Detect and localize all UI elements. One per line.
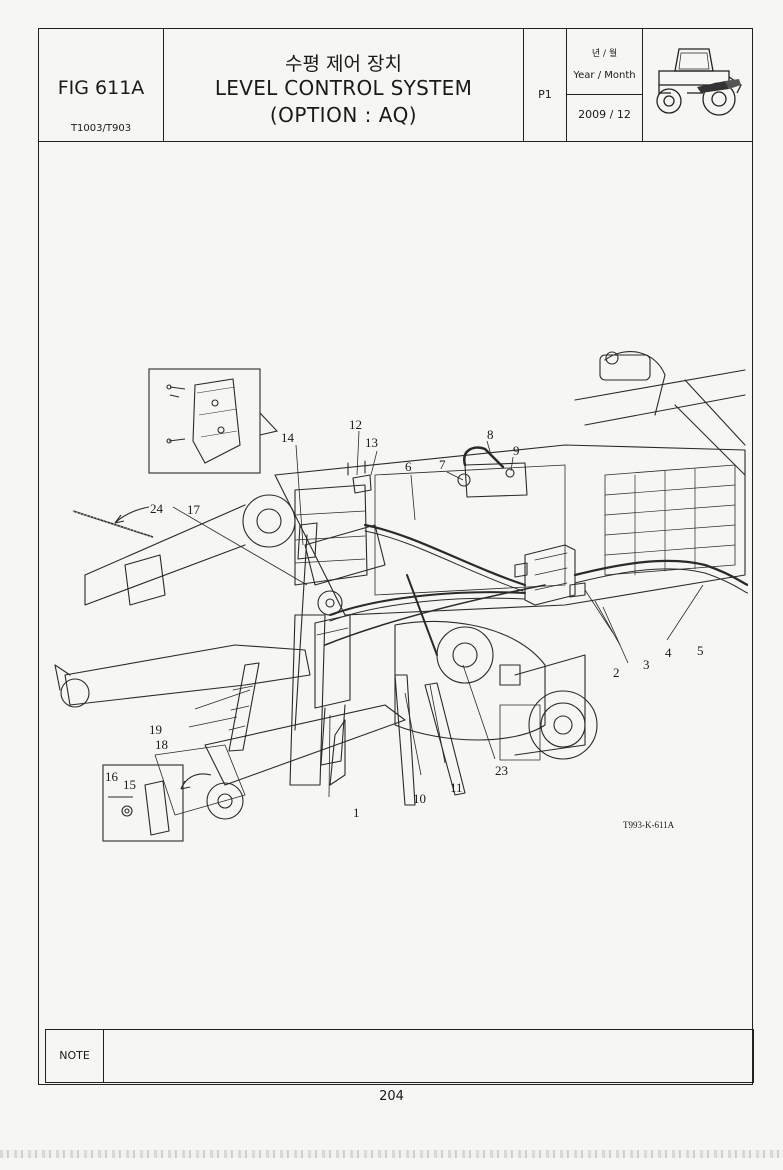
title-english: LEVEL CONTROL SYSTEM <box>214 76 473 100</box>
callout-19: 19 <box>149 722 162 737</box>
callout-23: 23 <box>495 763 508 778</box>
callout-2: 2 <box>613 665 620 680</box>
date-value: 2009 / 12 <box>578 108 631 121</box>
note-row: NOTE <box>45 1029 754 1083</box>
page-cell: P1 <box>524 29 567 141</box>
callout-15: 15 <box>123 777 136 792</box>
drawing-code: T993-K-611A <box>623 820 675 830</box>
date-label-korean: 년 / 월 <box>591 49 618 59</box>
note-label: NOTE <box>46 1030 104 1082</box>
title-korean: 수평 제어 장치 <box>285 53 402 75</box>
thumbnail-cell <box>643 29 752 141</box>
callout-12: 12 <box>349 417 362 432</box>
scan-artifact <box>0 1150 783 1158</box>
callout-6: 6 <box>405 459 412 474</box>
date-cell: 년 / 월 Year / Month 2009 / 12 <box>567 29 643 141</box>
callout-7: 7 <box>439 457 446 472</box>
page-label: P1 <box>538 88 552 101</box>
model-number: T1003/T903 <box>70 123 132 134</box>
callout-17: 17 <box>187 502 201 517</box>
sheet-frame: FIG 611A T1003/T903 수평 제어 장치 LEVEL CONTR… <box>38 28 754 1085</box>
callout-16: 16 <box>105 769 119 784</box>
callout-24: 24 <box>150 501 164 516</box>
callout-5: 5 <box>697 643 704 658</box>
page-number: 204 <box>379 1089 404 1104</box>
callout-3: 3 <box>643 657 650 672</box>
callout-14: 14 <box>281 430 295 445</box>
callout-8: 8 <box>487 427 494 442</box>
callout-11: 11 <box>450 780 463 795</box>
callout-9: 9 <box>513 443 520 458</box>
callout-4: 4 <box>665 645 672 660</box>
figure-number: FIG 611A <box>57 77 145 99</box>
parts-diagram: 17 14 12 13 7 8 9 6 24 2 3 4 5 19 18 16 … <box>45 145 750 1029</box>
figure-cell: FIG 611A T1003/T903 <box>39 29 164 141</box>
title-cell: 수평 제어 장치 LEVEL CONTROL SYSTEM (OPTION : … <box>164 29 524 141</box>
callout-1: 1 <box>353 805 360 820</box>
title-option: (OPTION : AQ) <box>269 103 418 127</box>
callout-18: 18 <box>155 737 168 752</box>
callout-10: 10 <box>413 791 426 806</box>
callout-13: 13 <box>365 435 378 450</box>
title-block: FIG 611A T1003/T903 수평 제어 장치 LEVEL CONTR… <box>39 29 752 142</box>
date-header: 년 / 월 Year / Month <box>567 29 642 95</box>
tractor-icon <box>651 41 743 123</box>
date-label-english: Year / Month <box>573 70 636 81</box>
